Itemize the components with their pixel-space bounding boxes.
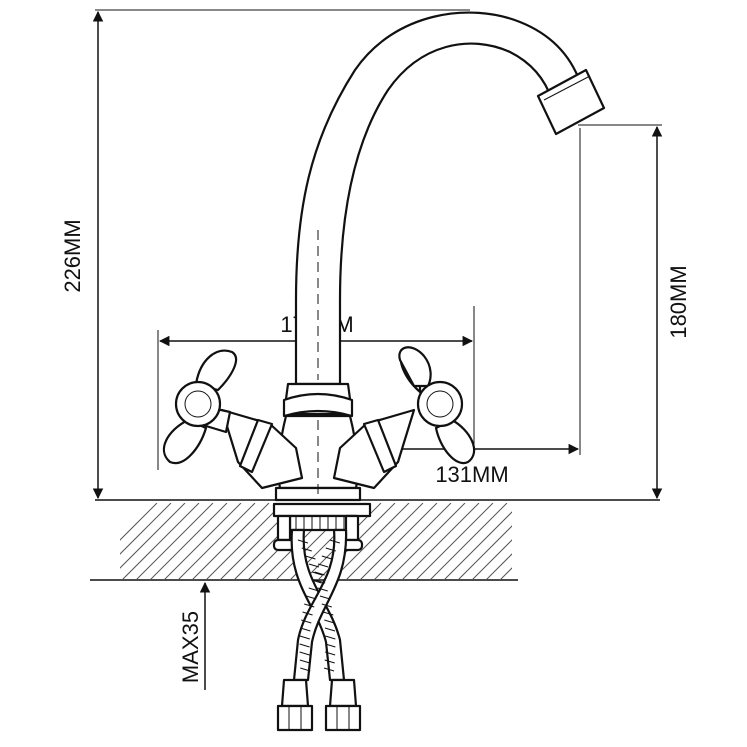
hatch-line [120, 503, 172, 555]
hatch-line [429, 503, 508, 580]
hose-braid-tick [325, 635, 336, 640]
dimension-label-max-thickness: MAX35 [178, 611, 203, 683]
right-handle-hub [416, 380, 464, 428]
hose-braid-tick [308, 563, 320, 568]
hatch-line [542, 503, 619, 580]
hose-braid-tick [323, 611, 334, 616]
hose-braid-tick [318, 563, 329, 568]
hatch-line [191, 503, 270, 580]
hatch-line [415, 503, 494, 580]
hose-braid-tick [314, 579, 326, 584]
right-stud [344, 514, 360, 542]
hose-braid-tick [300, 667, 311, 672]
supply-hoses [276, 528, 362, 732]
hatch-line [556, 503, 633, 580]
hose-braid-tick [299, 643, 310, 648]
left-hose-fitting [280, 678, 310, 708]
spout-nut [282, 392, 354, 418]
right-handle-top-blade [398, 346, 432, 388]
hatch-line [359, 503, 438, 580]
nut-threads [295, 516, 345, 530]
dimension-label-spout-reach: 131MM [435, 462, 508, 487]
hatch-line [121, 503, 200, 580]
hose-braid-tick [301, 619, 312, 624]
mounting-hardware [272, 502, 372, 552]
hose-braid-tick [299, 635, 310, 640]
hatch-line [345, 503, 424, 580]
hose-braid-tick [325, 651, 336, 656]
hatch-line [120, 503, 158, 541]
hose-braid-tick [302, 611, 313, 616]
hose-braid-tick [304, 603, 315, 608]
hose-braid-tick [306, 595, 317, 600]
hatch-line [177, 503, 256, 580]
left-handle-bottom-arm [162, 418, 208, 465]
right-handle-bottom-arm [434, 418, 476, 465]
hose-braid-tick [319, 595, 331, 600]
hatch-line [457, 525, 512, 580]
right-handle-cap [426, 390, 454, 418]
hose-braid-tick [317, 587, 328, 592]
hose-braid-tick [329, 539, 340, 544]
hatch-line [514, 503, 591, 580]
hatch-line [120, 503, 186, 569]
hatch-line [401, 503, 480, 580]
hose-braid-tick [324, 627, 336, 632]
dimension-height-spout: 180MM [578, 124, 691, 500]
hose-braid-tick [300, 627, 311, 632]
spout-tube [294, 11, 582, 386]
hose-braid-tick [325, 643, 336, 648]
hose-braid-tick [305, 555, 316, 560]
hatch-line [373, 503, 452, 580]
faucet-spout [294, 11, 606, 386]
left-handle-hub [174, 380, 222, 428]
hose-braid-tick [312, 571, 323, 576]
right-valve-ring [362, 418, 398, 474]
hatch-line [163, 503, 242, 580]
left-handle-top-arm [194, 349, 238, 392]
hatch-line [387, 503, 466, 580]
left-valve-ring [238, 418, 274, 474]
hose-braid-texture [297, 539, 340, 672]
hatch-line [443, 511, 512, 580]
right-hose-nut [324, 704, 362, 732]
dimension-label-height-spout: 180MM [666, 265, 691, 338]
hatch-line [135, 503, 214, 580]
dimension-label-height-total: 226MM [60, 219, 85, 292]
mounting-plate [272, 502, 372, 518]
hatch-line [485, 553, 512, 580]
hatch-line [471, 539, 512, 580]
hose-braid-tick [314, 571, 325, 576]
dimension-height-total: 226MM [60, 9, 470, 500]
hatch-line [149, 503, 228, 580]
hatch-line [528, 503, 605, 580]
dimension-spout-reach: 131MM [316, 128, 581, 487]
hatch-line [499, 567, 512, 580]
hose-braid-tick [324, 659, 335, 664]
hose-braid-tick [321, 555, 332, 560]
hose-braid-tick [324, 619, 335, 624]
hose-braid-tick [297, 539, 309, 544]
aerator-ring [543, 75, 591, 101]
hose-braid-tick [299, 659, 310, 664]
left-hose-nut [276, 704, 314, 732]
hose-braid-tick [308, 587, 319, 592]
hatch-line [331, 503, 410, 580]
hose-braid-tick [311, 579, 322, 584]
aerator [536, 68, 606, 136]
hose-braid-tick [325, 547, 336, 552]
hose-braid-tick [323, 667, 335, 672]
hatch-line [205, 503, 284, 580]
dimension-max-thickness: MAX35 [178, 581, 211, 690]
hose-braid-tick [299, 651, 310, 656]
left-handle-cap [184, 390, 212, 418]
hose-braid-tick [321, 603, 332, 608]
hose-braid-tick [301, 547, 312, 552]
left-valve [162, 349, 304, 490]
right-hose [292, 528, 348, 682]
right-hose-fitting [328, 678, 358, 708]
left-stud [276, 514, 292, 542]
right-valve [332, 346, 476, 490]
